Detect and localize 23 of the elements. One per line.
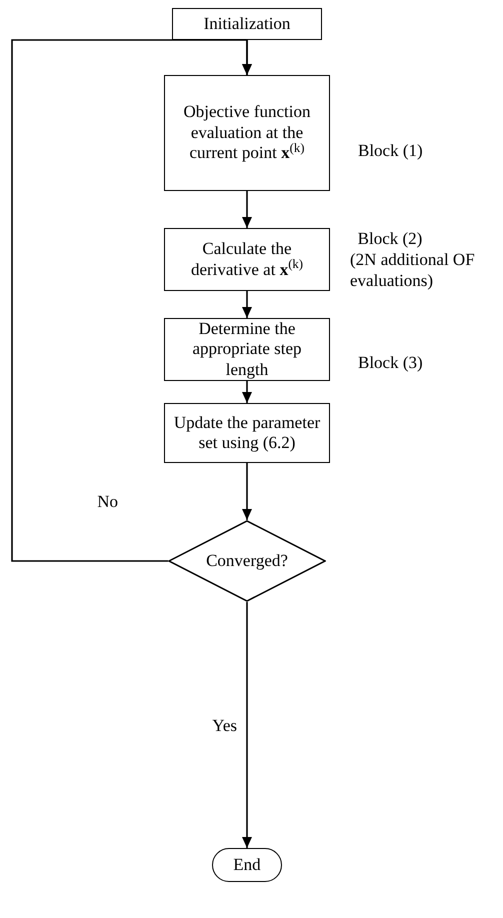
node-text: End bbox=[233, 854, 261, 876]
decision-diamond bbox=[168, 520, 326, 602]
block-label: Block (3) bbox=[358, 352, 424, 374]
process-box bbox=[164, 403, 330, 463]
node-text: Objective function evaluation at the current point x$^{(k)}$ bbox=[182, 102, 312, 164]
node-text: Determine the appropriate step length bbox=[191, 318, 303, 380]
arrow bbox=[242, 291, 252, 318]
node-text: Calculate the derivative at x$^{(k)}$ bbox=[190, 239, 304, 280]
node-text: Initialization bbox=[204, 14, 290, 34]
process-box bbox=[164, 318, 330, 381]
block-label: Block (1) bbox=[358, 140, 424, 162]
process-box bbox=[172, 8, 322, 40]
process-box bbox=[164, 75, 330, 191]
block-label: Block (2) bbox=[356, 228, 424, 250]
arrow bbox=[242, 381, 252, 403]
node-text: Update the parameter set using (6.2) bbox=[173, 412, 321, 454]
process-box bbox=[164, 228, 330, 291]
arrow bbox=[242, 191, 252, 228]
arrow bbox=[242, 463, 252, 520]
block-label: (2N additional OF evaluations) bbox=[350, 249, 476, 292]
node-text: Converged? bbox=[206, 550, 288, 572]
arrow bbox=[11, 39, 252, 562]
arrow bbox=[242, 602, 252, 848]
